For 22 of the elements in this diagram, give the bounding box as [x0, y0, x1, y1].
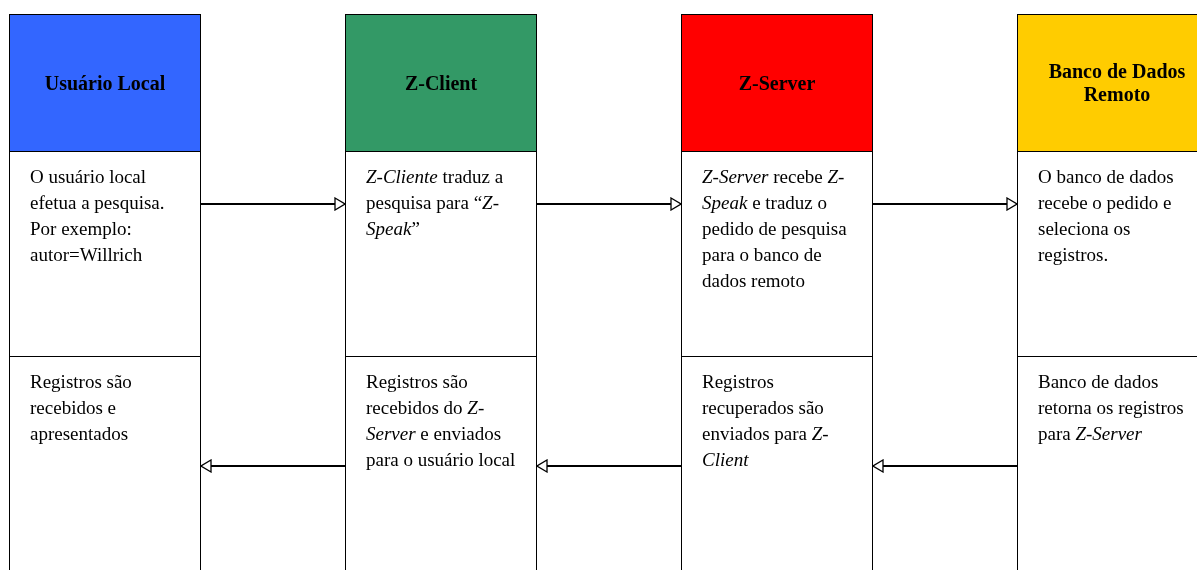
- arrow: [872, 197, 1018, 211]
- column-panel: [681, 14, 873, 570]
- step-description-cell: O banco de dados recebe o pedido e seleciona os registros.: [1018, 151, 1197, 356]
- column-header: Usuário Local: [10, 15, 200, 151]
- step-description-cell: Z-Server recebe Z-Speak e traduz o pedido de pesquisa para o banco de dados remoto: [682, 151, 872, 356]
- step-description-cell: Registros são recebidos e apresentados: [10, 356, 200, 570]
- arrow: [536, 459, 682, 473]
- column-panel: [345, 14, 537, 570]
- step-description-cell: Registros recuperados são enviados para Z-Client: [682, 356, 872, 570]
- step-description-cell: Z-Cliente traduz a pesquisa para “Z-Speak”: [346, 151, 536, 356]
- column-header: Z-Server: [682, 15, 872, 151]
- step-description-cell: O usuário local efetua a pesquisa. Por exemplo: autor=Willrich: [10, 151, 200, 356]
- column-header: Z-Client: [346, 15, 536, 151]
- column-panel: [1017, 14, 1197, 570]
- column-panel: [9, 14, 201, 570]
- arrow: [872, 459, 1018, 473]
- step-description-cell: Registros são recebidos do Z-Server e enviados para o usuário local: [346, 356, 536, 570]
- column-header: Banco de Dados Remoto: [1018, 15, 1197, 151]
- arrow: [200, 197, 346, 211]
- step-description-cell: Banco de dados retorna os registros para Z-Server: [1018, 356, 1197, 570]
- arrow: [200, 459, 346, 473]
- arrow: [536, 197, 682, 211]
